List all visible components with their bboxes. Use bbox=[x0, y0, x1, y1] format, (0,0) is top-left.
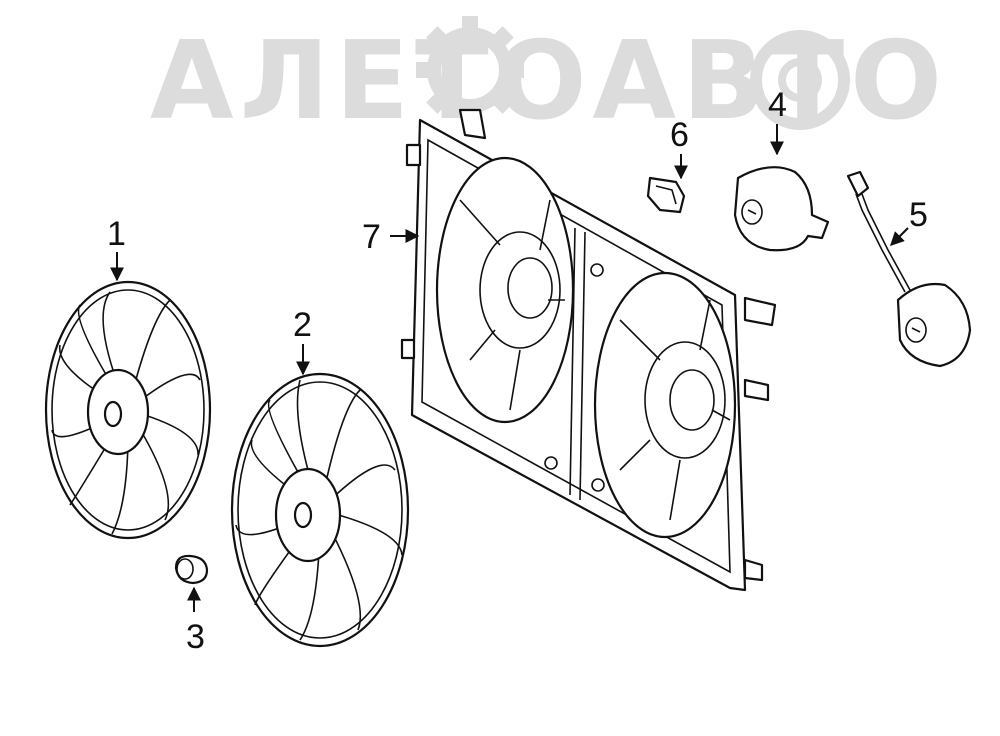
fan-motor-4 bbox=[733, 166, 830, 252]
watermark-gear-icon bbox=[416, 16, 524, 124]
fan-shroud-7 bbox=[400, 108, 777, 592]
watermark: АЛЕТОАВТО bbox=[150, 16, 948, 144]
resistor-6 bbox=[646, 176, 686, 214]
fan-blade-2 bbox=[230, 372, 410, 648]
callout-7: 7 bbox=[362, 218, 420, 256]
callout-1: 1 bbox=[107, 215, 126, 282]
callout-label-6: 6 bbox=[670, 116, 689, 154]
callout-4: 4 bbox=[768, 86, 787, 156]
watermark-text: АЛЕТОАВТО bbox=[150, 19, 948, 144]
watermark-wheel-icon bbox=[750, 30, 850, 130]
fan-blade-1 bbox=[44, 280, 212, 540]
callout-label-3: 3 bbox=[186, 618, 205, 656]
callout-3: 3 bbox=[186, 586, 205, 656]
callout-label-1: 1 bbox=[107, 215, 126, 253]
callout-label-2: 2 bbox=[293, 306, 312, 344]
callout-2: 2 bbox=[293, 306, 312, 376]
callout-label-7: 7 bbox=[362, 218, 381, 256]
callout-label-4: 4 bbox=[768, 86, 787, 124]
fan-motor-5 bbox=[846, 170, 972, 368]
callout-6: 6 bbox=[670, 116, 689, 180]
callout-5: 5 bbox=[890, 196, 928, 246]
nut-3 bbox=[174, 554, 209, 585]
callout-label-5: 5 bbox=[909, 196, 928, 234]
